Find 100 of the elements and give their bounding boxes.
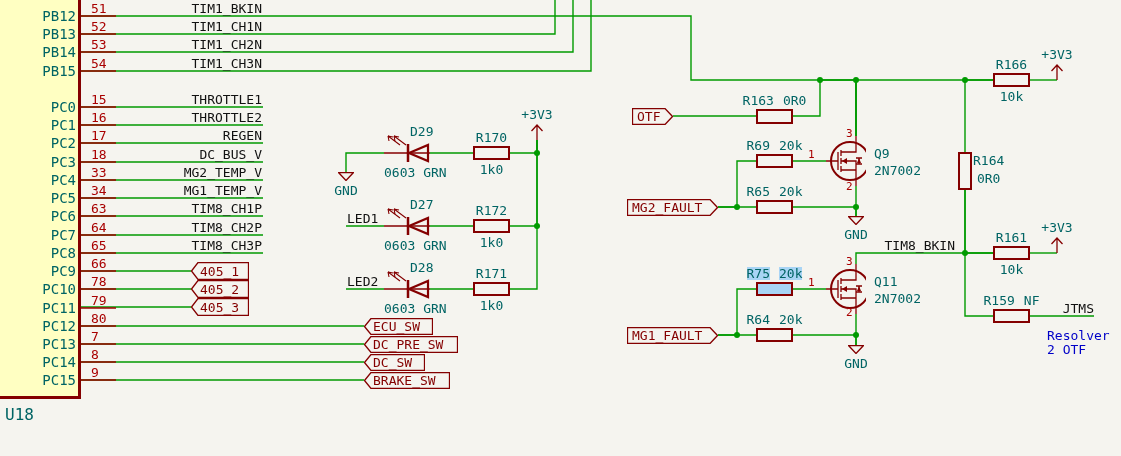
pin-name: PC15 (42, 373, 76, 387)
wire (345, 152, 385, 173)
value-label: 20k (779, 313, 803, 326)
power-label: GND (334, 184, 358, 197)
net-label: LED2 (347, 275, 379, 288)
value-label: 1k0 (479, 299, 504, 312)
pin-number: 51 (91, 2, 107, 15)
pin-number: 53 (91, 38, 107, 51)
reference-label: Q11 (874, 275, 898, 288)
wire (1029, 315, 1095, 317)
net-label: THROTTLE2 (191, 111, 262, 124)
hierarchical-label: BRAKE_SW (364, 372, 450, 389)
wire (855, 313, 857, 346)
net-label: TIM1_BKIN (191, 2, 262, 15)
pin-name: PC10 (42, 282, 76, 296)
value-label: 2N7002 (874, 292, 921, 305)
hierarchical-label: 405_2 (191, 280, 249, 298)
hierarchical-label: ECU_SW (364, 318, 433, 335)
hierarchical-label: OTF (632, 108, 673, 125)
wire (792, 160, 827, 162)
pin-number: 3 (846, 256, 853, 267)
wire (964, 79, 994, 153)
pin-number: 7 (91, 330, 99, 343)
pin-number: 9 (91, 366, 99, 379)
hierarchical-label: DC_SW (364, 354, 425, 371)
value-label: 1k0 (479, 236, 504, 249)
pin-name: PB13 (42, 27, 76, 41)
value-label: NF (1023, 294, 1040, 307)
reference-label: R75 (746, 267, 770, 280)
net-label: MG2_TEMP_V (183, 166, 262, 179)
pin-name: PC9 (50, 264, 76, 278)
reference-label: D29 (410, 125, 434, 138)
pin-number: 18 (91, 148, 107, 161)
wire (792, 288, 827, 290)
net-label: TIM8_BKIN (884, 239, 955, 252)
value-label: 0R0 (782, 94, 807, 107)
pin-number: 54 (91, 57, 107, 70)
pin-number: 17 (91, 129, 107, 142)
power-label: GND (844, 357, 868, 370)
pin-name: PC14 (42, 355, 76, 369)
wire (717, 160, 757, 208)
wire (345, 288, 385, 290)
reference-label: R159 (983, 294, 1015, 307)
pin-name: PC7 (50, 228, 76, 242)
reference-label: Q9 (874, 147, 890, 160)
pin-number: 1 (808, 277, 815, 288)
pin-name: PC5 (50, 191, 76, 205)
value-label: 0603 GRN (384, 239, 447, 252)
pin-number: 33 (91, 166, 107, 179)
pin-number: 66 (91, 257, 107, 270)
reference-label: R64 (746, 313, 770, 326)
wire (855, 185, 857, 217)
value-label: 0R0 (976, 172, 1001, 185)
value-label: 10k (999, 263, 1024, 276)
wire (429, 152, 474, 154)
reference-label: D28 (410, 261, 434, 274)
power-label: GND (844, 228, 868, 241)
wire (429, 225, 474, 227)
hierarchical-label: DC_PRE_SW (364, 336, 458, 353)
hierarchical-label: MG2_FAULT (627, 199, 718, 216)
pin-name: PC3 (50, 155, 76, 169)
net-label: TIM8_CH2P (191, 221, 262, 234)
pin-number: 79 (91, 294, 107, 307)
wire (964, 189, 994, 317)
net-label: TIM8_CH3P (191, 239, 262, 252)
net-label: DC_BUS_V (199, 148, 262, 161)
net-label: TIM1_CH1N (191, 20, 262, 33)
wire (345, 225, 385, 227)
hierarchical-label: MG1_FAULT (627, 327, 718, 344)
reference-label: R172 (475, 204, 508, 217)
pin-name: PB12 (42, 9, 76, 23)
reference-label: R163 (742, 94, 774, 107)
pin-name: PB15 (42, 64, 76, 78)
value-label: 0603 GRN (384, 302, 447, 315)
value-label: 20k (779, 139, 803, 152)
value-label: 10k (999, 90, 1024, 103)
pin-name: PC13 (42, 337, 76, 351)
pin-name: PC6 (50, 209, 76, 223)
power-label: +3V3 (521, 108, 553, 121)
reference-label: R161 (995, 231, 1028, 244)
wire (672, 115, 757, 117)
pin-number: 65 (91, 239, 107, 252)
pin-number: 1 (808, 149, 815, 160)
pin-name: PC0 (50, 100, 76, 114)
pin-number: 63 (91, 202, 107, 215)
note-text: Resolver 2 OTF (1047, 329, 1111, 357)
pin-number: 3 (846, 128, 853, 139)
pin-name: PC11 (42, 301, 76, 315)
wire (1029, 252, 1058, 254)
pin-number: 64 (91, 221, 107, 234)
reference-label: R164 (973, 154, 1005, 167)
wire (429, 288, 474, 290)
reference-label: R170 (475, 131, 508, 144)
wire (1029, 79, 1058, 81)
pin-number: 80 (91, 312, 107, 325)
wire (80, 306, 192, 308)
reference-designator: U18 (5, 404, 34, 426)
wire (509, 139, 538, 290)
net-label: TIM8_CH1P (191, 202, 262, 215)
power-label: +3V3 (1041, 48, 1073, 61)
